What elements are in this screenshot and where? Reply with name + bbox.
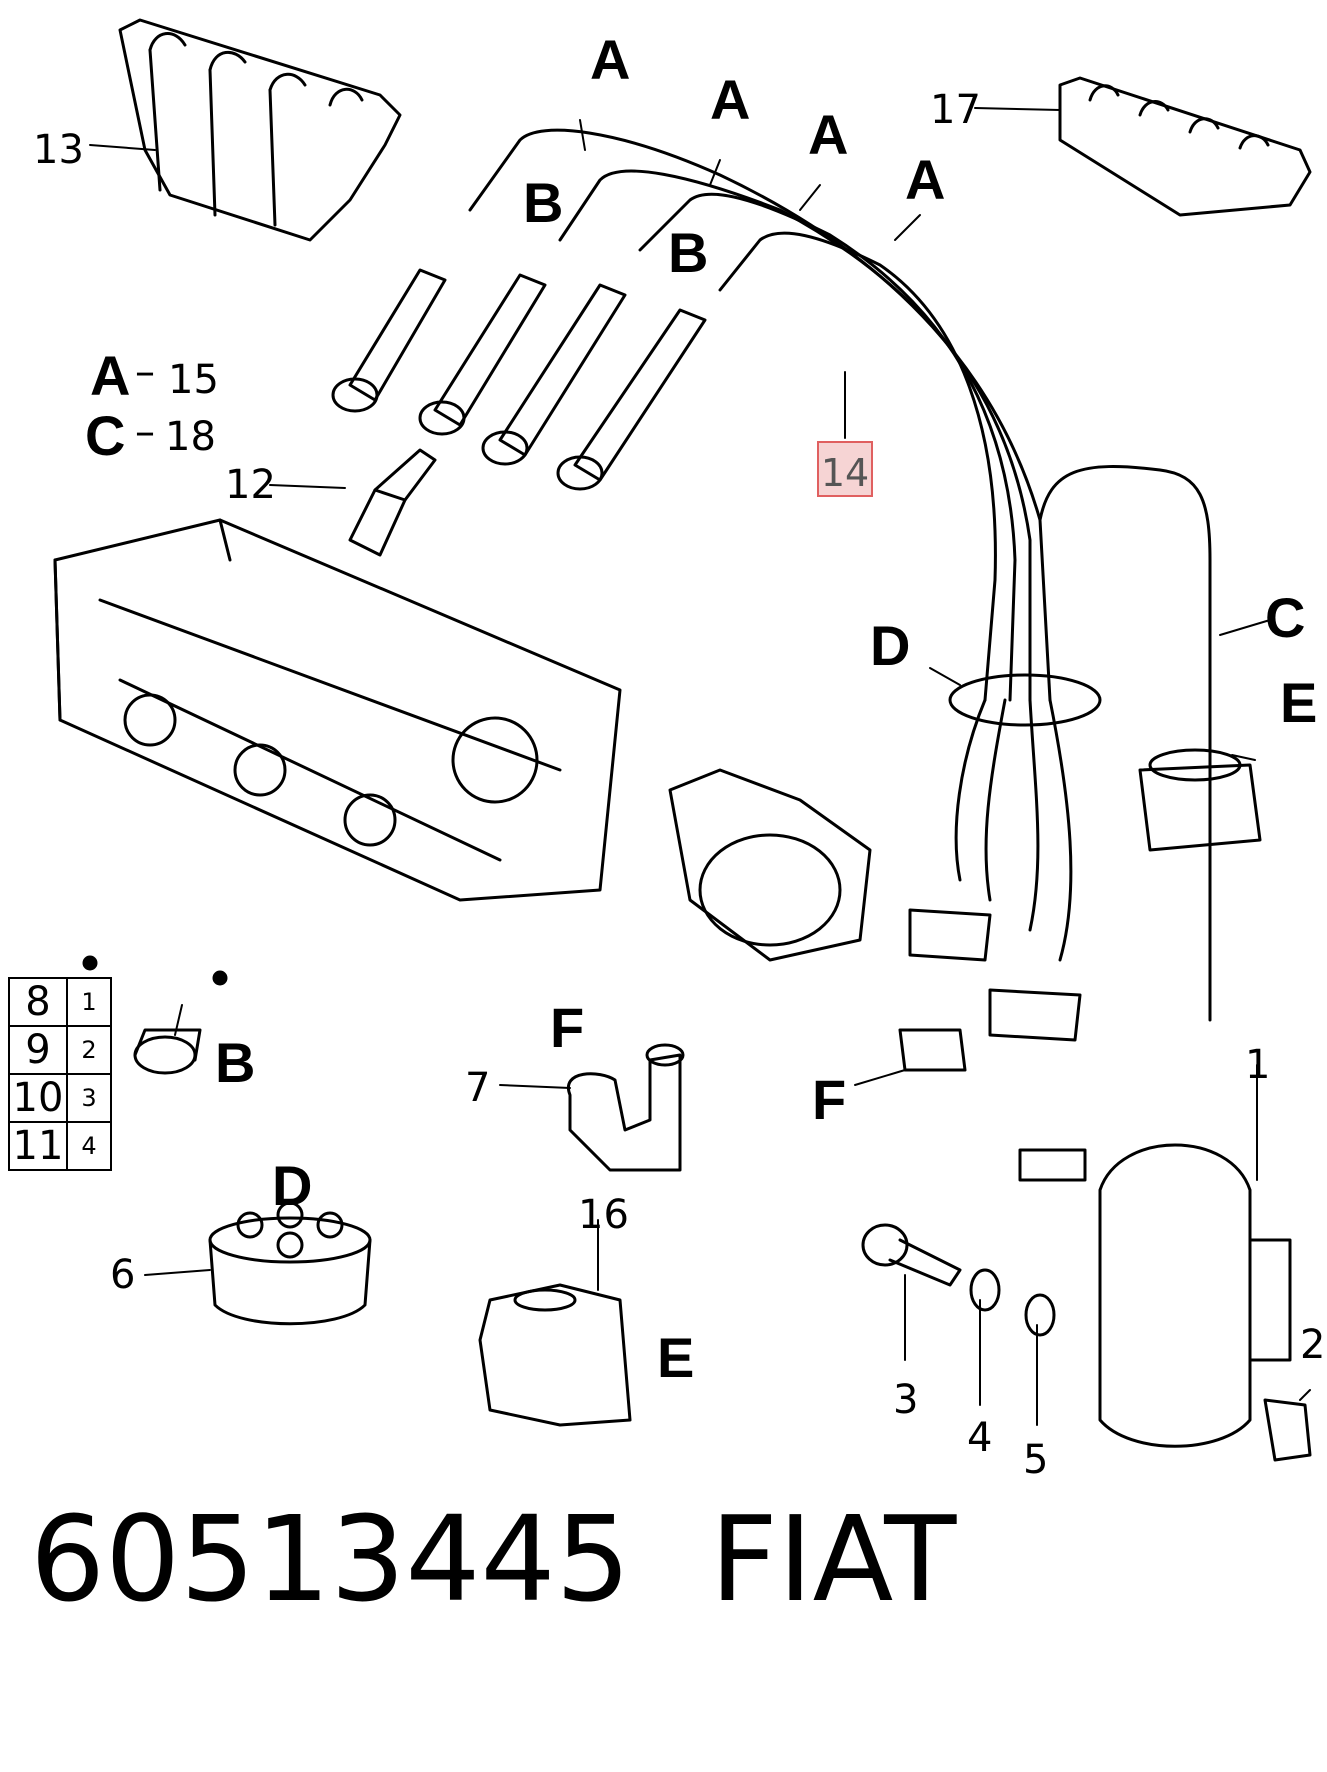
label-e-2: E: [657, 1326, 695, 1389]
cylinder-head-drawing: [53, 518, 622, 902]
label-a-3: A: [808, 103, 849, 166]
bolt-washers-drawing: [861, 1223, 1056, 1337]
cylinder-number: 4: [66, 1121, 112, 1171]
label-a-1: A: [590, 28, 631, 91]
cable-clip-13-drawing: [118, 18, 402, 242]
label-a-4: A: [905, 148, 946, 211]
leader-lines: [89, 107, 1311, 1426]
callout-17: 17: [930, 87, 981, 133]
plug-boots-drawing: [331, 268, 707, 491]
spark-plug-drawing: [348, 448, 437, 557]
callout-5: 5: [1023, 1437, 1049, 1483]
part-number: 60513445: [30, 1490, 631, 1628]
label-e-1: E: [1280, 671, 1318, 734]
legend-a-value: 15: [168, 357, 219, 403]
elbow-connector-7-drawing: [566, 1043, 685, 1172]
cable-length: 9: [8, 1025, 68, 1075]
label-c: C: [1265, 586, 1306, 649]
elbow-connectors-drawing: [898, 908, 1082, 1072]
legend-a-letter: A: [90, 344, 131, 407]
legend-c-letter: C: [85, 404, 126, 467]
label-f-2: F: [812, 1068, 847, 1131]
callout-4: 4: [967, 1415, 993, 1461]
callout-3: 3: [893, 1377, 919, 1423]
grommet-6-drawing: [208, 1201, 372, 1326]
callout-1: 1: [1245, 1042, 1271, 1088]
label-b-2: B: [668, 221, 709, 284]
callout-6: 6: [110, 1252, 136, 1298]
callout-2: 2: [1300, 1322, 1326, 1368]
callout-14: 14: [820, 451, 870, 495]
ignition-coil-drawing: [1018, 1143, 1292, 1448]
label-b-1: B: [523, 171, 564, 234]
suppressor-16-drawing: [478, 1283, 632, 1427]
cylinder-number: 1: [66, 977, 112, 1027]
callout-7: 7: [465, 1065, 491, 1111]
cable-length: 8: [8, 977, 68, 1027]
callout-16: 16: [578, 1192, 629, 1238]
callout-12: 12: [225, 462, 276, 508]
suppressor-e-drawing: [1138, 748, 1262, 852]
label-d-2: D: [272, 1154, 313, 1217]
clip-2-drawing: [1263, 1398, 1312, 1462]
grommet-d-drawing: [948, 673, 1102, 727]
cylinder-number: 2: [66, 1025, 112, 1075]
cable-length: 10: [8, 1073, 68, 1123]
distributor-cap-drawing: [668, 768, 872, 962]
label-d-1: D: [870, 614, 911, 677]
cylinder-number: 3: [66, 1073, 112, 1123]
legend-c-value: 18: [165, 414, 216, 460]
brand-name: FIAT: [710, 1490, 957, 1628]
label-b-3: B: [215, 1031, 256, 1094]
sleeve-b-drawing: [82, 955, 228, 1075]
callout-13: 13: [33, 127, 84, 173]
callout-14-highlight: 14: [817, 441, 873, 497]
cable-length: 11: [8, 1121, 68, 1171]
label-f-1: F: [550, 996, 585, 1059]
label-a-2: A: [710, 68, 751, 131]
cable-clip-17-drawing: [1058, 76, 1312, 217]
ignition-lead-set-drawing: [468, 128, 1212, 1022]
